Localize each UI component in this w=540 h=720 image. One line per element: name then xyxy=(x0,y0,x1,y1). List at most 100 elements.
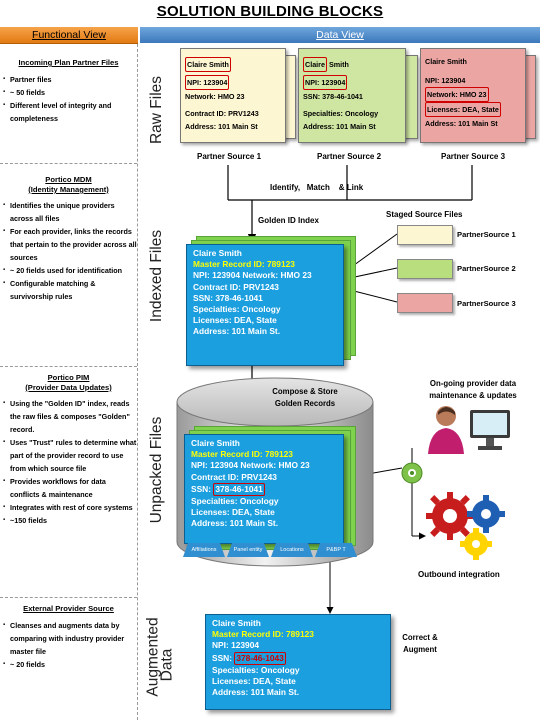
npi-network-field: NPI: 123904 Network: HMO 23 xyxy=(193,270,312,281)
section-divider xyxy=(0,163,137,164)
provider-name: Claire Smith xyxy=(191,438,240,448)
list-item: Using the "Golden ID" index, reads the r… xyxy=(3,397,137,436)
section-divider xyxy=(0,597,137,598)
address-field: Address: 101 Main St. xyxy=(193,326,281,337)
specialties-field: Specialties: Oncology xyxy=(191,496,279,507)
record-tabs: Affiliations Panel entity Locations P&BP… xyxy=(183,543,357,557)
identify-match-link-label: Identify, Match & Link xyxy=(270,183,364,192)
compose-store-label: Compose & Store Golden Records xyxy=(272,387,338,408)
left-section-incoming: Incoming Plan Partner Files Partner file… xyxy=(0,58,137,125)
list-item: Different level of integrity and complet… xyxy=(3,99,137,125)
list-item: Integrates with rest of core systems xyxy=(3,501,137,514)
list-item: Uses "Trust" rules to determine what par… xyxy=(3,436,137,475)
connector xyxy=(349,233,398,269)
provider-name: Claire Smith xyxy=(193,248,242,258)
npi-highlight: NPI: 123904 xyxy=(303,75,348,90)
list-item: ~ 50 fields xyxy=(3,86,137,99)
address-field: Address: 101 Main St xyxy=(303,122,376,131)
section-title: Incoming Plan Partner Files xyxy=(18,58,119,67)
list-item: Cleanses and augments data by comparing … xyxy=(3,619,137,658)
section-subtitle: (Identity Management) xyxy=(28,185,109,194)
npi-network-field: NPI: 123904 Network: HMO 23 xyxy=(191,460,310,471)
tab-pbpt[interactable]: P&BP T xyxy=(315,543,357,557)
augmented-record-card: Claire Smith Master Record ID: 789123 NP… xyxy=(205,614,391,710)
network-field: Network: HMO 23 xyxy=(185,92,245,101)
licenses-field: Licenses: DEA, State xyxy=(193,315,277,326)
left-section-external: External Provider Source Cleanses and au… xyxy=(0,604,137,671)
staged-file-3-label: PartnerSource 3 xyxy=(457,299,516,308)
licenses-field: Licenses: DEA, State xyxy=(191,507,275,518)
address-field: Address: 101 Main St xyxy=(425,119,498,128)
specialties-field: Specialties: Oncology xyxy=(303,109,379,118)
contract-field: Contract ID: PRV1243 xyxy=(185,109,259,118)
master-record-id: Master Record ID: 789123 xyxy=(193,259,295,270)
ssn-field: SSN: 378-46-1041 xyxy=(193,292,263,303)
maintenance-label: On-going provider data maintenance & upd… xyxy=(429,379,517,400)
address-field: Address: 101 Main St. xyxy=(191,518,279,529)
connector xyxy=(349,267,398,279)
master-record-id: Master Record ID: 789123 xyxy=(212,629,314,640)
data-view-header: Data View xyxy=(140,27,540,43)
sync-gear-icon xyxy=(401,462,423,484)
staged-file-3 xyxy=(397,293,453,313)
ssn-highlight: 378-46-1041 xyxy=(213,482,265,497)
page-title: SOLUTION BUILDING BLOCKS xyxy=(156,3,384,20)
partner-source-2-label: Partner Source 2 xyxy=(316,152,382,161)
list-item: ~ 20 fields xyxy=(3,658,137,671)
partner-source-3-card: Claire Smith NPI: 123904 Network: HMO 23… xyxy=(420,48,526,143)
specialties-field: Specialties: Oncology xyxy=(193,304,281,315)
partner-source-1-label: Partner Source 1 xyxy=(196,152,262,161)
partner-source-3-label: Partner Source 3 xyxy=(440,152,506,161)
list-item: ~ 20 fields used for identification xyxy=(3,264,137,277)
unpacked-golden-card: Claire Smith Master Record ID: 789123 NP… xyxy=(184,434,344,544)
ssn-field: SSN: 378-46-1041 xyxy=(303,92,363,101)
column-divider xyxy=(137,44,138,720)
contract-field: Contract ID: PRV1243 xyxy=(193,281,279,292)
staged-file-2-label: PartnerSource 2 xyxy=(457,264,516,273)
tab-affiliations[interactable]: Affiliations xyxy=(183,543,225,557)
outbound-integration-label: Outbound integration xyxy=(418,570,500,579)
licenses-field: Licenses: DEA, State xyxy=(212,676,296,687)
staged-file-1 xyxy=(397,225,453,245)
left-section-mdm: Portico MDM (Identity Management) Identi… xyxy=(0,175,137,303)
list-item: Identifies the unique providers across a… xyxy=(3,199,137,225)
left-section-pim: Portico PIM (Provider Data Updates) Usin… xyxy=(0,373,137,527)
tab-locations[interactable]: Locations xyxy=(271,543,313,557)
section-title: External Provider Source xyxy=(23,604,114,613)
correct-augment-label: Correct & Augment xyxy=(402,633,438,654)
licenses-highlight: Licenses: DEA, State xyxy=(425,102,501,117)
list-item: ~150 fields xyxy=(3,514,137,527)
address-field: Address: 101 Main St xyxy=(185,122,258,131)
specialties-field: Specialties: Oncology xyxy=(212,664,300,675)
provider-name: Claire Smith xyxy=(212,618,261,628)
npi-field: NPI: 123904 xyxy=(425,76,466,85)
golden-id-index-label: Golden ID Index xyxy=(258,216,319,225)
functional-view-header: Functional View xyxy=(0,27,138,44)
list-item: Provides workflows for data conflicts & … xyxy=(3,475,137,501)
ssn-corrected-highlight: 378-46-1043 xyxy=(234,651,286,665)
staged-file-1-label: PartnerSource 1 xyxy=(457,230,516,239)
network-highlight: Network: HMO 23 xyxy=(425,87,489,102)
partner-source-2-card: Claire Smith NPI: 123904 SSN: 378-46-104… xyxy=(298,48,406,143)
list-item: Partner files xyxy=(3,73,137,86)
contract-field: Contract ID: PRV1243 xyxy=(191,471,277,482)
name-highlight: Claire Smith xyxy=(185,57,231,72)
partner-source-1-card: Claire Smith NPI: 123904 Network: HMO 23… xyxy=(180,48,286,143)
indexed-golden-card: Claire Smith Master Record ID: 789123 NP… xyxy=(186,244,344,366)
list-item: For each provider, links the records tha… xyxy=(3,225,137,264)
staged-source-files-title: Staged Source Files xyxy=(386,210,463,219)
list-item: Configurable matching & survivorship rul… xyxy=(3,277,137,303)
section-subtitle: (Provider Data Updates) xyxy=(25,383,112,392)
gears-icon xyxy=(426,492,505,560)
user-computer-icon xyxy=(428,406,510,454)
name-highlight: Claire xyxy=(303,57,327,72)
staged-file-2 xyxy=(397,259,453,279)
connector xyxy=(349,289,398,303)
npi-highlight: NPI: 123904 xyxy=(185,75,230,90)
tab-panel-entity[interactable]: Panel entity xyxy=(227,543,269,557)
section-title: Portico PIM xyxy=(47,373,90,382)
name-field: Claire Smith xyxy=(425,57,467,66)
npi-field: NPI: 123904 xyxy=(212,640,260,651)
address-field: Address: 101 Main St. xyxy=(212,687,300,698)
section-divider xyxy=(0,366,137,367)
